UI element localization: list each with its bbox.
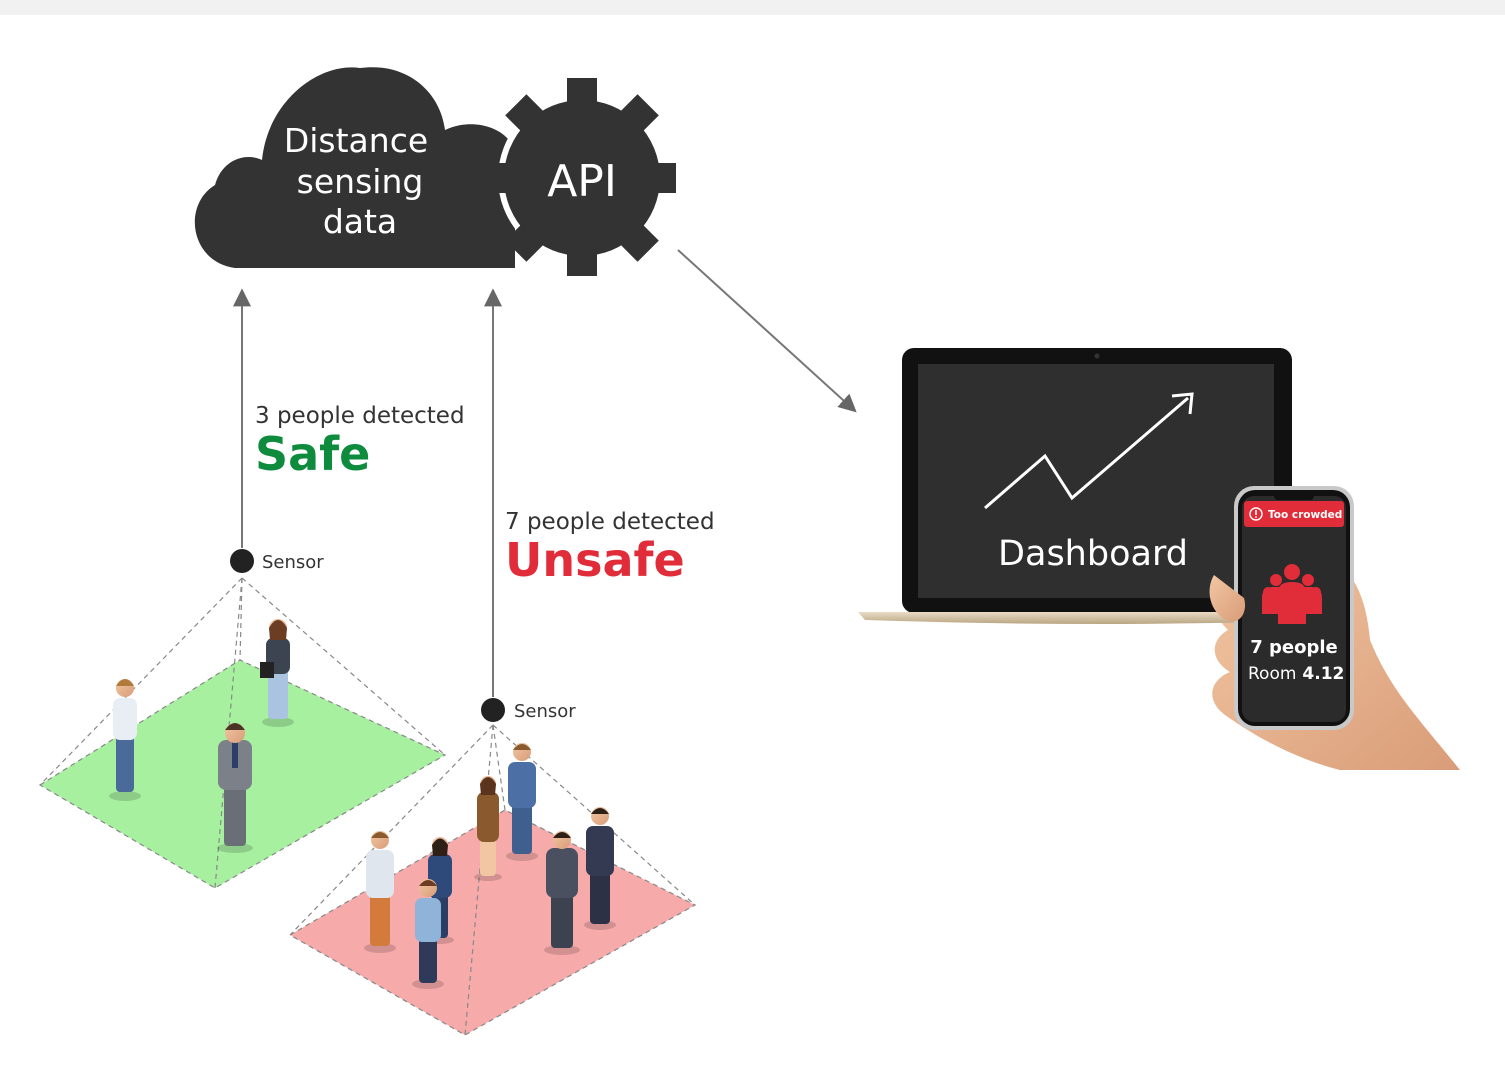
api-to-dashboard-arrow: [677, 249, 857, 413]
unsafe-sensor-label: Sensor: [514, 701, 576, 722]
cloud-icon: [194, 67, 516, 268]
phone-count-text: 7 people: [1250, 637, 1338, 658]
top-bar: [0, 0, 1505, 15]
cloud-line-1: Distance: [284, 121, 428, 160]
safe-count-text: 3 people detected: [255, 403, 465, 429]
safe-sensor-label: Sensor: [262, 552, 324, 573]
phone-room-text: Room 4.12: [1248, 664, 1344, 684]
room-prefix: Room: [1248, 664, 1296, 684]
room-number: 4.12: [1302, 664, 1344, 684]
person-icon: [474, 776, 502, 881]
trend-up-icon: [984, 396, 1189, 510]
camera-icon: [1094, 353, 1100, 359]
dashboard-label: Dashboard: [998, 534, 1188, 574]
smartphone-icon: [1234, 486, 1354, 730]
thumb-illustration: [1209, 575, 1246, 622]
person-icon: [109, 679, 141, 801]
alert-icon: [1249, 507, 1263, 521]
trend-arrowhead-icon: [1171, 392, 1194, 415]
alert-text: Too crowded: [1268, 509, 1342, 521]
crowd-icon: [1262, 564, 1322, 624]
safe-sensor-dot: [230, 549, 254, 573]
unsafe-count-text: 7 people detected: [505, 509, 715, 535]
person-icon: [544, 831, 580, 955]
person-icon: [364, 831, 396, 953]
person-icon: [260, 619, 294, 727]
safe-zone: Sensor: [38, 549, 447, 889]
unsafe-sensor-dot: [481, 698, 505, 722]
person-icon: [584, 807, 616, 930]
alert-banner: [1244, 501, 1344, 527]
gear-icon: [486, 78, 676, 276]
laptop-screen: [918, 364, 1274, 598]
api-label: API: [547, 156, 617, 207]
cloud-line-3: data: [323, 202, 397, 241]
person-icon: [217, 723, 253, 853]
phone-notch: [1274, 492, 1314, 500]
unsafe-zone: Sensor: [288, 698, 697, 1036]
safe-status-text: Safe: [255, 427, 370, 481]
unsafe-status-text: Unsafe: [505, 533, 685, 587]
person-icon: [506, 743, 538, 861]
person-icon: [412, 879, 444, 989]
cloud-line-2: sensing: [297, 162, 424, 201]
